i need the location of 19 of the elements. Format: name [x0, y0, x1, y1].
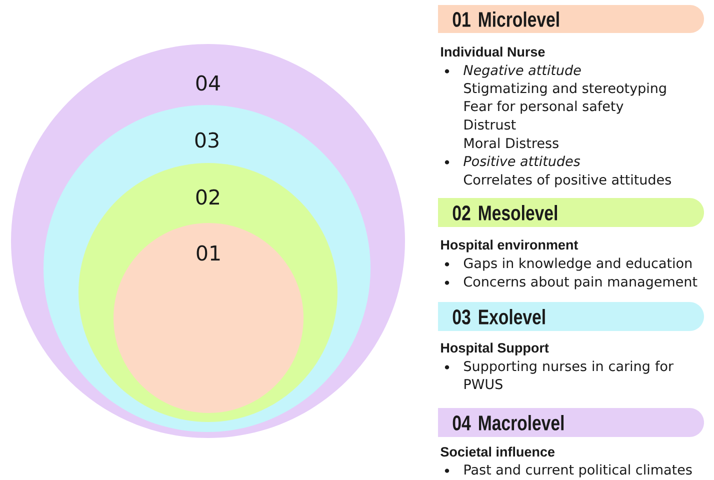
banner: 02 Mesolevel	[438, 198, 704, 227]
subheading: Hospital environment	[441, 240, 578, 252]
list-item: Distrust	[464, 119, 516, 130]
banner: 03 Exolevel	[438, 302, 704, 331]
list-item: Fear for personal safety	[464, 100, 624, 114]
list-item: Negative attitude	[464, 64, 581, 78]
list-item: Stigmatizing and stereotyping	[464, 82, 666, 96]
list-item: Correlates of positive attitudes	[464, 174, 671, 188]
subheading: Individual Nurse	[441, 46, 545, 57]
subheading: Societal influence	[440, 446, 555, 457]
banner: 01 Microlevel	[438, 5, 704, 33]
list-item: Moral Distress	[464, 138, 558, 148]
banner: 04 Macrolevel	[438, 408, 704, 437]
list-item: Past and current political climates	[464, 464, 692, 478]
list-item: Gaps in knowledge and education	[464, 258, 692, 271]
list-item: Positive attitudes	[464, 156, 580, 166]
list-item: Concerns about pain management	[464, 276, 698, 290]
list-item: Supporting nurses in caring for PWUS	[464, 360, 674, 390]
subheading: Hospital Support	[441, 342, 549, 356]
